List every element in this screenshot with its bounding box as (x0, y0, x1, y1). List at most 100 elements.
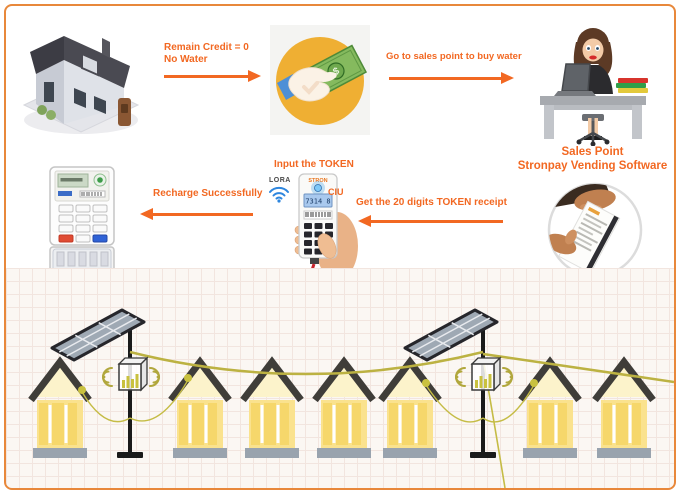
pole (481, 328, 485, 454)
wifi-waves-icon (502, 367, 514, 387)
meter-lcd-digits (60, 178, 83, 182)
book-red (618, 78, 648, 83)
arrow-left-icon (358, 215, 503, 227)
arrow-left-icon (140, 208, 253, 220)
step2-label: Go to sales point to buy water (386, 51, 522, 62)
book-yellow (618, 88, 648, 93)
sales-point-line2: Stronpay Vending Software (517, 159, 668, 172)
wifi-waves-icon (454, 367, 466, 387)
pole-foot (117, 452, 143, 458)
meter-logo (58, 191, 72, 196)
wifi-waves-icon (101, 367, 113, 387)
meter-barcode (79, 190, 106, 198)
drop-wire (482, 384, 535, 423)
wifi-waves-icon (149, 367, 161, 387)
brown-post-opening (121, 104, 128, 113)
pole-foot (470, 452, 496, 458)
meter-seal-dot (97, 177, 103, 183)
house-window-1 (74, 88, 86, 108)
village-house-icon (31, 362, 89, 458)
ciu-barcode (303, 210, 333, 220)
drop-wire (425, 384, 484, 423)
drop-wire (81, 391, 131, 423)
laptop-screen (561, 63, 591, 92)
thumb-bottom (565, 229, 577, 245)
receipt-hands-illustration (547, 182, 643, 278)
concentrator-icon (471, 357, 501, 391)
village-house-icon (315, 362, 373, 458)
ciu-label: CIU (328, 187, 344, 197)
wifi-icon (269, 186, 289, 203)
house-door (44, 82, 54, 102)
meter-node-dot (78, 386, 86, 394)
sales-point-caption: Sales Point Stronpay Vending Software (500, 146, 680, 173)
desk-apron (554, 105, 632, 110)
house-dormer (81, 52, 99, 77)
step3-label: Get the 20 digits TOKEN receipt (356, 197, 507, 208)
chair-wheel (576, 139, 582, 145)
book-green (616, 83, 646, 88)
cable-connector (310, 258, 319, 264)
meter-terminals (56, 251, 109, 267)
paper-receipt (558, 200, 621, 274)
face (582, 38, 604, 62)
bush-icon (37, 105, 47, 115)
step1-line2: No Water (164, 53, 208, 65)
house-window-2 (94, 96, 106, 114)
meter-barcode-lines (81, 192, 102, 196)
chair-legs (578, 131, 608, 143)
ciu-brand: STRON (308, 178, 327, 184)
drop-wire (129, 379, 189, 422)
desk-leg (544, 105, 554, 139)
village-house-icon (171, 362, 229, 458)
pole (128, 328, 132, 454)
ciu-device-illustration: STRON 7314 8 (294, 173, 358, 282)
grid-paper-background (6, 268, 675, 489)
desk-leg (632, 105, 642, 139)
laptop-base (554, 91, 596, 96)
ciu-barcode-lines (305, 212, 331, 217)
step4-label: Input the TOKEN (274, 159, 354, 170)
village-house-icon (381, 362, 439, 458)
house-wall-front (64, 60, 124, 124)
step1-line1: Remain Credit = 0 (164, 42, 249, 53)
leg (594, 118, 598, 136)
house-chimney (102, 38, 110, 58)
meter-node-dot (422, 379, 430, 387)
lora-label: LORA (269, 177, 291, 184)
blue-led (314, 184, 322, 192)
meter-node-dot (184, 374, 192, 382)
house-illustration (22, 36, 140, 134)
meter-key-red (58, 234, 74, 243)
sales-point-line1: Sales Point (561, 146, 624, 158)
ciu-lcd (303, 193, 333, 208)
payment-hand-money-icon: $ (270, 25, 370, 135)
chair-wheel (590, 141, 596, 146)
village-network-illustration (6, 308, 675, 489)
saleswoman-illustration (540, 28, 648, 146)
village-house-icon (521, 362, 579, 458)
arrow-right-icon (164, 70, 261, 82)
concentrator-icon (118, 357, 148, 391)
chair-stem (591, 121, 595, 133)
powerline-wire (129, 350, 484, 376)
lips (589, 55, 597, 60)
arrow-right-icon (389, 72, 514, 84)
village-house-icon (243, 362, 301, 458)
meter-key-blue (92, 234, 108, 243)
pupil (587, 47, 590, 50)
water-meter-illustration (49, 166, 115, 276)
house-roof-left (30, 36, 64, 74)
chair-seat (582, 114, 604, 121)
ciu-lcd-digits: 7314 8 (305, 198, 330, 206)
finger-shape (317, 72, 337, 82)
leg (588, 118, 592, 136)
thumb (317, 233, 337, 259)
svg-text:$: $ (331, 66, 341, 79)
meter-keypad (58, 204, 108, 243)
desk-top (540, 96, 646, 105)
palm-crease (302, 81, 319, 95)
powerline-wire (482, 352, 675, 384)
meter-node-dot (530, 379, 538, 387)
